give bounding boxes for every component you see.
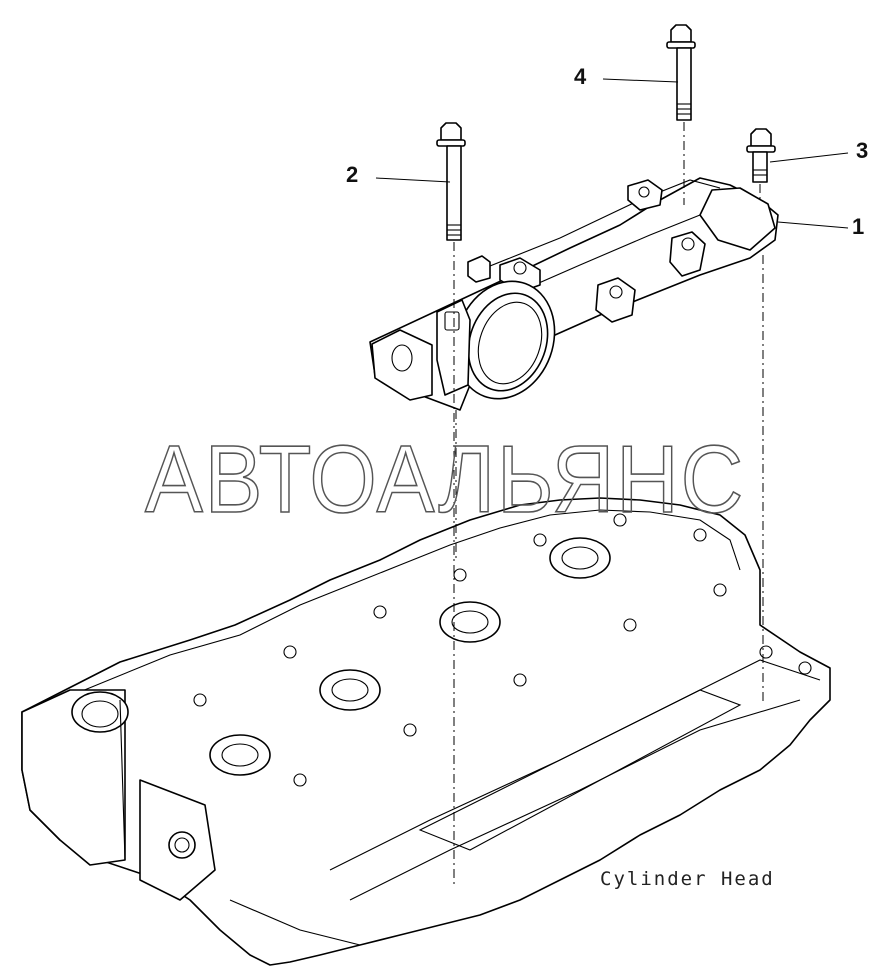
callout-4: 4 — [574, 64, 679, 89]
callout-1: 1 — [777, 214, 864, 239]
bolt-holes — [193, 513, 812, 787]
long-bolt — [436, 122, 466, 241]
long-bolt-rear — [666, 24, 696, 121]
callout-number-4: 4 — [574, 64, 587, 89]
callout-number-1: 1 — [852, 214, 864, 239]
watermark-text: АВТОАЛЬЯНС — [145, 426, 745, 533]
rocker-housing — [369, 177, 779, 411]
callout-number-3: 3 — [856, 138, 868, 163]
valve-bosses — [209, 537, 611, 776]
short-bolt — [746, 128, 776, 183]
callout-2: 2 — [346, 162, 451, 187]
callout-number-2: 2 — [346, 162, 358, 187]
cylinder-head — [21, 497, 831, 966]
diagram-caption: Cylinder Head — [600, 868, 775, 890]
assembly-centerlines — [453, 122, 764, 885]
callout-3: 3 — [769, 138, 868, 163]
